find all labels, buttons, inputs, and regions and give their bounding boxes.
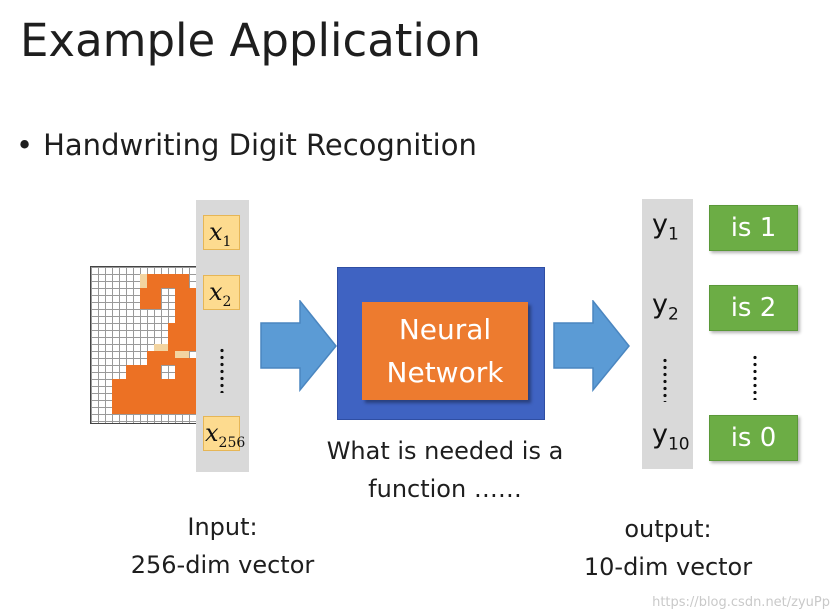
digit-pixel	[175, 351, 189, 358]
input-x1: x1	[203, 215, 240, 250]
digit-pixel	[147, 351, 182, 365]
handwritten-digit-image	[90, 266, 202, 424]
caption-line2: function ……	[368, 475, 522, 503]
neural-network-core: Neural Network	[362, 302, 528, 400]
output-subscript: 1	[667, 224, 679, 245]
output-label-line2: 10-dim vector	[583, 553, 753, 581]
digit-pixel	[126, 365, 161, 379]
slide-title: Example Application	[20, 14, 481, 67]
output-y1: y1	[652, 209, 679, 244]
output-y10: y10	[652, 419, 690, 454]
output-label: output: 10-dim vector	[568, 510, 768, 586]
output-class-2: is 2	[709, 285, 798, 331]
output-subscript: 10	[667, 434, 690, 455]
output-class-0: is 0	[709, 415, 798, 461]
output-symbol: y	[652, 419, 668, 450]
function-caption: What is needed is a function ……	[300, 432, 590, 508]
digit-pixel	[175, 358, 196, 379]
digit-pixel	[168, 323, 196, 351]
input-ellipsis	[219, 347, 225, 393]
digit-pixel	[154, 344, 168, 351]
class-ellipsis	[752, 354, 758, 400]
output-symbol: y	[652, 289, 668, 320]
input-label: Input: 256-dim vector	[120, 508, 325, 584]
arrow-right-icon	[553, 300, 630, 392]
digit-pixel	[140, 288, 161, 309]
watermark: https://blog.csdn.net/zyuPp	[652, 595, 830, 610]
bullet-text: Handwriting Digit Recognition	[43, 128, 477, 162]
input-symbol: x	[209, 278, 223, 306]
input-subscript: 2	[222, 293, 232, 310]
output-symbol: y	[652, 209, 668, 240]
digit-pixel	[147, 274, 189, 288]
output-y2: y2	[652, 289, 679, 324]
digit-pixel	[112, 379, 201, 414]
output-label-line1: output:	[624, 515, 712, 543]
digit-pixel	[175, 288, 196, 323]
input-label-line2: 256-dim vector	[130, 551, 315, 579]
output-subscript: 2	[667, 304, 679, 325]
input-symbol: x	[209, 218, 223, 246]
input-subscript: 256	[218, 434, 246, 451]
input-subscript: 1	[222, 233, 232, 250]
output-ellipsis	[662, 357, 668, 402]
bullet-point: • Handwriting Digit Recognition	[16, 128, 477, 162]
caption-line1: What is needed is a	[326, 437, 564, 465]
network-label-line1: Neural	[398, 313, 492, 346]
input-label-line1: Input:	[187, 513, 258, 541]
input-symbol: x	[205, 419, 219, 447]
output-vector-column	[642, 199, 693, 469]
output-class-1: is 1	[709, 205, 798, 251]
bullet-dot: •	[16, 128, 34, 162]
input-x2: x2	[203, 275, 240, 310]
arrow-right-icon	[260, 300, 337, 392]
network-label-line2: Network	[386, 356, 504, 389]
input-x256: x256	[203, 416, 245, 451]
